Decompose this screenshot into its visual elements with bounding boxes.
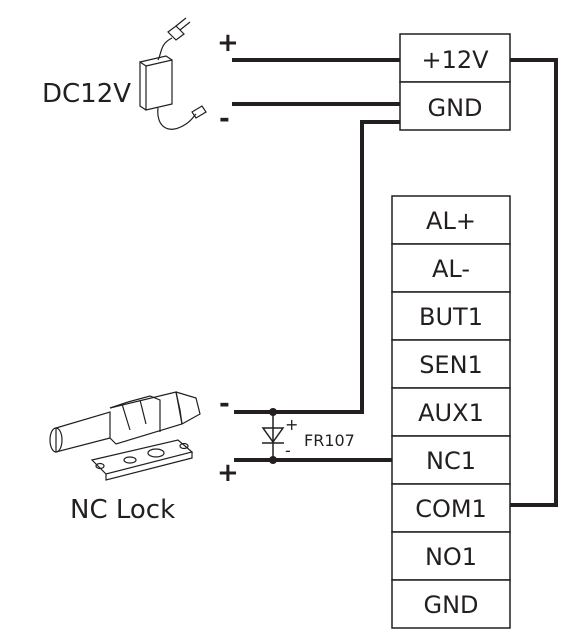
terminal-aux1: AUX1 [418, 399, 484, 427]
terminal-com1: COM1 [415, 495, 487, 523]
lock-label: NC Lock [70, 495, 175, 525]
terminal-nc1: NC1 [426, 447, 476, 475]
nc-lock-icon [49, 391, 201, 481]
power-minus-sign: - [219, 104, 230, 134]
lock-negative-wire [234, 120, 400, 414]
power-source-label: DC12V [42, 79, 131, 109]
diode-plus-sign: + [285, 415, 298, 434]
diode-symbol [261, 408, 285, 464]
terminal-sen1: SEN1 [419, 351, 483, 379]
lock-minus-sign: - [219, 389, 230, 419]
diode-label: FR107 [304, 431, 355, 450]
terminal-plus12v: +12V [421, 46, 489, 74]
power-plus-sign: + [217, 28, 239, 58]
com1-return-wire [510, 58, 558, 507]
terminal-no1: NO1 [425, 543, 477, 571]
terminal-gnd: GND [423, 591, 478, 619]
terminal-but1: BUT1 [419, 303, 483, 331]
terminal-al-minus: AL- [432, 255, 470, 283]
power-terminal-block: +12V GND [399, 33, 511, 131]
lock-plus-sign: + [217, 458, 239, 488]
diode-minus-sign: - [285, 441, 291, 460]
power-adapter-icon [139, 17, 207, 130]
terminal-gnd-power: GND [427, 94, 482, 122]
terminal-al-plus: AL+ [426, 207, 476, 235]
io-terminal-block: AL+ AL- BUT1 SEN1 AUX1 NC1 COM1 NO1 GND [391, 195, 511, 629]
